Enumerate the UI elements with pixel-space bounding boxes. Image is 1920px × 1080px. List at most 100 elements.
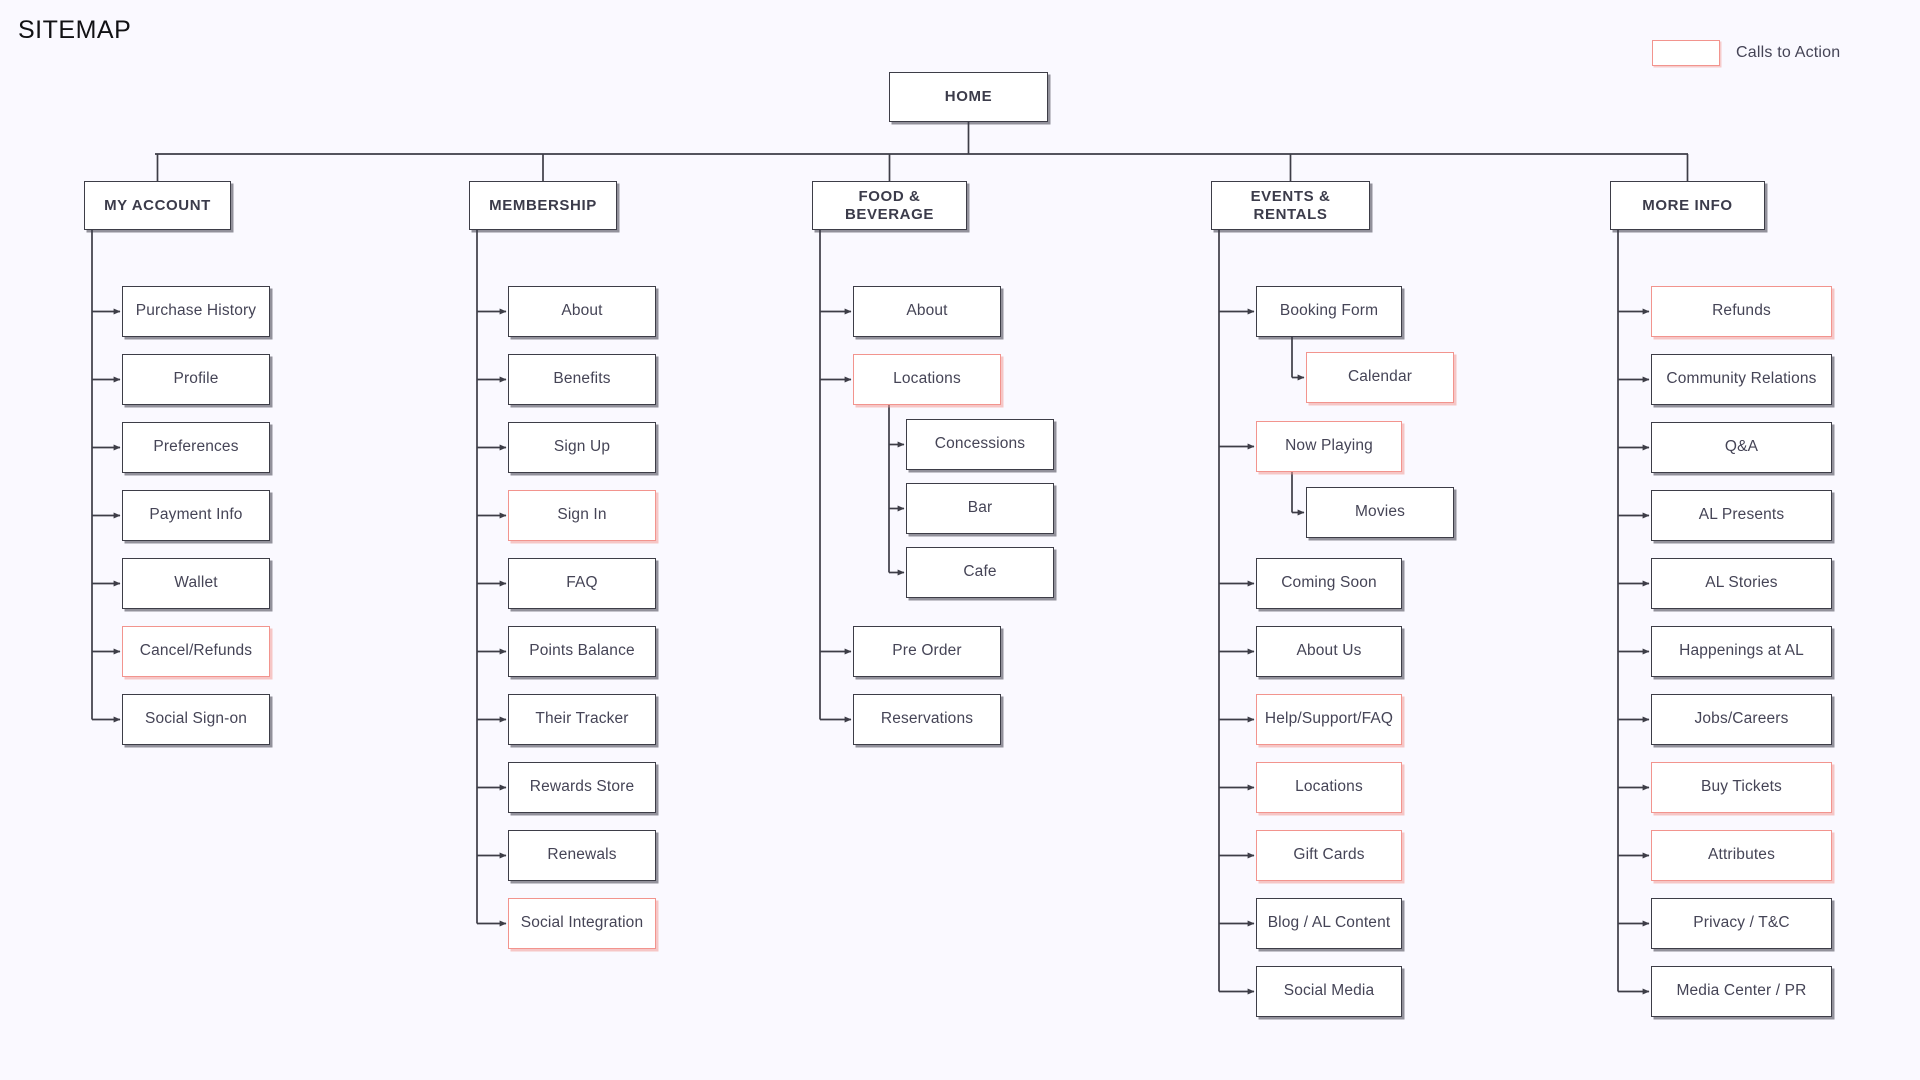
- node-label: Bar: [967, 499, 993, 517]
- node-label: Cafe: [963, 563, 997, 581]
- node-label: Happenings at AL: [1679, 642, 1804, 660]
- node-rewards-store[interactable]: Rewards Store: [508, 762, 656, 813]
- node-label: FOOD & BEVERAGE: [845, 187, 934, 223]
- node-social-sign-on[interactable]: Social Sign-on: [122, 694, 270, 745]
- node-label: Now Playing: [1285, 437, 1373, 455]
- node-benefits[interactable]: Benefits: [508, 354, 656, 405]
- node-label: EVENTS & RENTALS: [1250, 187, 1331, 223]
- node-bar[interactable]: Bar: [906, 483, 1054, 534]
- node-label: Attributes: [1708, 846, 1775, 864]
- node-q-a[interactable]: Q&A: [1651, 422, 1832, 473]
- node-label: Concessions: [934, 435, 1026, 453]
- node-label: AL Presents: [1698, 506, 1785, 524]
- node-label: Sign In: [557, 506, 607, 524]
- node-label: Movies: [1355, 503, 1405, 521]
- node-locations[interactable]: Locations: [853, 354, 1001, 405]
- node-sign-up[interactable]: Sign Up: [508, 422, 656, 473]
- node-label: Coming Soon: [1281, 574, 1377, 592]
- node-wallet[interactable]: Wallet: [122, 558, 270, 609]
- legend: Calls to Action: [1652, 40, 1840, 66]
- node-label: Jobs/Careers: [1694, 710, 1789, 728]
- node-label: Privacy / T&C: [1693, 914, 1790, 932]
- node-label: Social Media: [1283, 982, 1375, 1000]
- node-home[interactable]: HOME: [889, 72, 1048, 122]
- node-label: Pre Order: [892, 642, 962, 660]
- node-label: About: [561, 302, 603, 320]
- node-attributes[interactable]: Attributes: [1651, 830, 1832, 881]
- node-calendar[interactable]: Calendar: [1306, 352, 1454, 403]
- node-label: FAQ: [566, 574, 598, 592]
- node-label: MEMBERSHIP: [489, 196, 597, 214]
- node-label: Blog / AL Content: [1267, 914, 1391, 932]
- node-label: Cancel/Refunds: [139, 642, 253, 660]
- node-coming-soon[interactable]: Coming Soon: [1256, 558, 1402, 609]
- legend-cta-swatch: [1652, 40, 1720, 66]
- node-buy-tickets[interactable]: Buy Tickets: [1651, 762, 1832, 813]
- section-food-beverage[interactable]: FOOD & BEVERAGE: [812, 181, 967, 230]
- node-purchase-history[interactable]: Purchase History: [122, 286, 270, 337]
- node-label: Locations: [1295, 778, 1363, 796]
- node-label: Booking Form: [1279, 302, 1379, 320]
- section-membership[interactable]: MEMBERSHIP: [469, 181, 617, 230]
- node-cafe[interactable]: Cafe: [906, 547, 1054, 598]
- node-label: Calendar: [1347, 368, 1413, 386]
- node-social-media[interactable]: Social Media: [1256, 966, 1402, 1017]
- section-more-info[interactable]: MORE INFO: [1610, 181, 1765, 230]
- node-about[interactable]: About: [508, 286, 656, 337]
- node-label: Wallet: [174, 574, 218, 592]
- node-reservations[interactable]: Reservations: [853, 694, 1001, 745]
- node-renewals[interactable]: Renewals: [508, 830, 656, 881]
- node-label: Gift Cards: [1293, 846, 1365, 864]
- node-label: MORE INFO: [1642, 196, 1733, 214]
- node-label: Buy Tickets: [1701, 778, 1782, 796]
- node-label: Locations: [893, 370, 961, 388]
- node-label: Their Tracker: [535, 710, 629, 728]
- node-faq[interactable]: FAQ: [508, 558, 656, 609]
- node-social-integration[interactable]: Social Integration: [508, 898, 656, 949]
- node-label: HOME: [944, 88, 993, 105]
- node-al-presents[interactable]: AL Presents: [1651, 490, 1832, 541]
- node-payment-info[interactable]: Payment Info: [122, 490, 270, 541]
- node-locations[interactable]: Locations: [1256, 762, 1402, 813]
- node-help-support-faq[interactable]: Help/Support/FAQ: [1256, 694, 1402, 745]
- node-jobs-careers[interactable]: Jobs/Careers: [1651, 694, 1832, 745]
- section-my-account[interactable]: MY ACCOUNT: [84, 181, 231, 230]
- node-about-us[interactable]: About Us: [1256, 626, 1402, 677]
- node-refunds[interactable]: Refunds: [1651, 286, 1832, 337]
- node-cancel-refunds[interactable]: Cancel/Refunds: [122, 626, 270, 677]
- node-label: Community Relations: [1666, 370, 1817, 388]
- node-label: Social Sign-on: [144, 710, 248, 728]
- node-happenings-at-al[interactable]: Happenings at AL: [1651, 626, 1832, 677]
- node-pre-order[interactable]: Pre Order: [853, 626, 1001, 677]
- node-about[interactable]: About: [853, 286, 1001, 337]
- node-sign-in[interactable]: Sign In: [508, 490, 656, 541]
- node-movies[interactable]: Movies: [1306, 487, 1454, 538]
- node-label: Rewards Store: [529, 778, 635, 796]
- node-gift-cards[interactable]: Gift Cards: [1256, 830, 1402, 881]
- node-preferences[interactable]: Preferences: [122, 422, 270, 473]
- node-booking-form[interactable]: Booking Form: [1256, 286, 1402, 337]
- node-their-tracker[interactable]: Their Tracker: [508, 694, 656, 745]
- node-label: Q&A: [1724, 438, 1759, 456]
- node-concessions[interactable]: Concessions: [906, 419, 1054, 470]
- node-label: AL Stories: [1705, 574, 1778, 592]
- node-media-center-pr[interactable]: Media Center / PR: [1651, 966, 1832, 1017]
- node-label: Profile: [173, 370, 219, 388]
- node-label: Benefits: [553, 370, 611, 388]
- node-label: Refunds: [1712, 302, 1771, 320]
- section-events-rentals[interactable]: EVENTS & RENTALS: [1211, 181, 1370, 230]
- node-profile[interactable]: Profile: [122, 354, 270, 405]
- node-label: MY ACCOUNT: [104, 196, 211, 214]
- node-label: Sign Up: [553, 438, 611, 456]
- page-title: SITEMAP: [18, 16, 132, 44]
- node-blog-al-content[interactable]: Blog / AL Content: [1256, 898, 1402, 949]
- node-community-relations[interactable]: Community Relations: [1651, 354, 1832, 405]
- node-label: About Us: [1296, 642, 1362, 660]
- node-points-balance[interactable]: Points Balance: [508, 626, 656, 677]
- node-label: Renewals: [547, 846, 617, 864]
- node-al-stories[interactable]: AL Stories: [1651, 558, 1832, 609]
- node-now-playing[interactable]: Now Playing: [1256, 421, 1402, 472]
- node-privacy-t-c[interactable]: Privacy / T&C: [1651, 898, 1832, 949]
